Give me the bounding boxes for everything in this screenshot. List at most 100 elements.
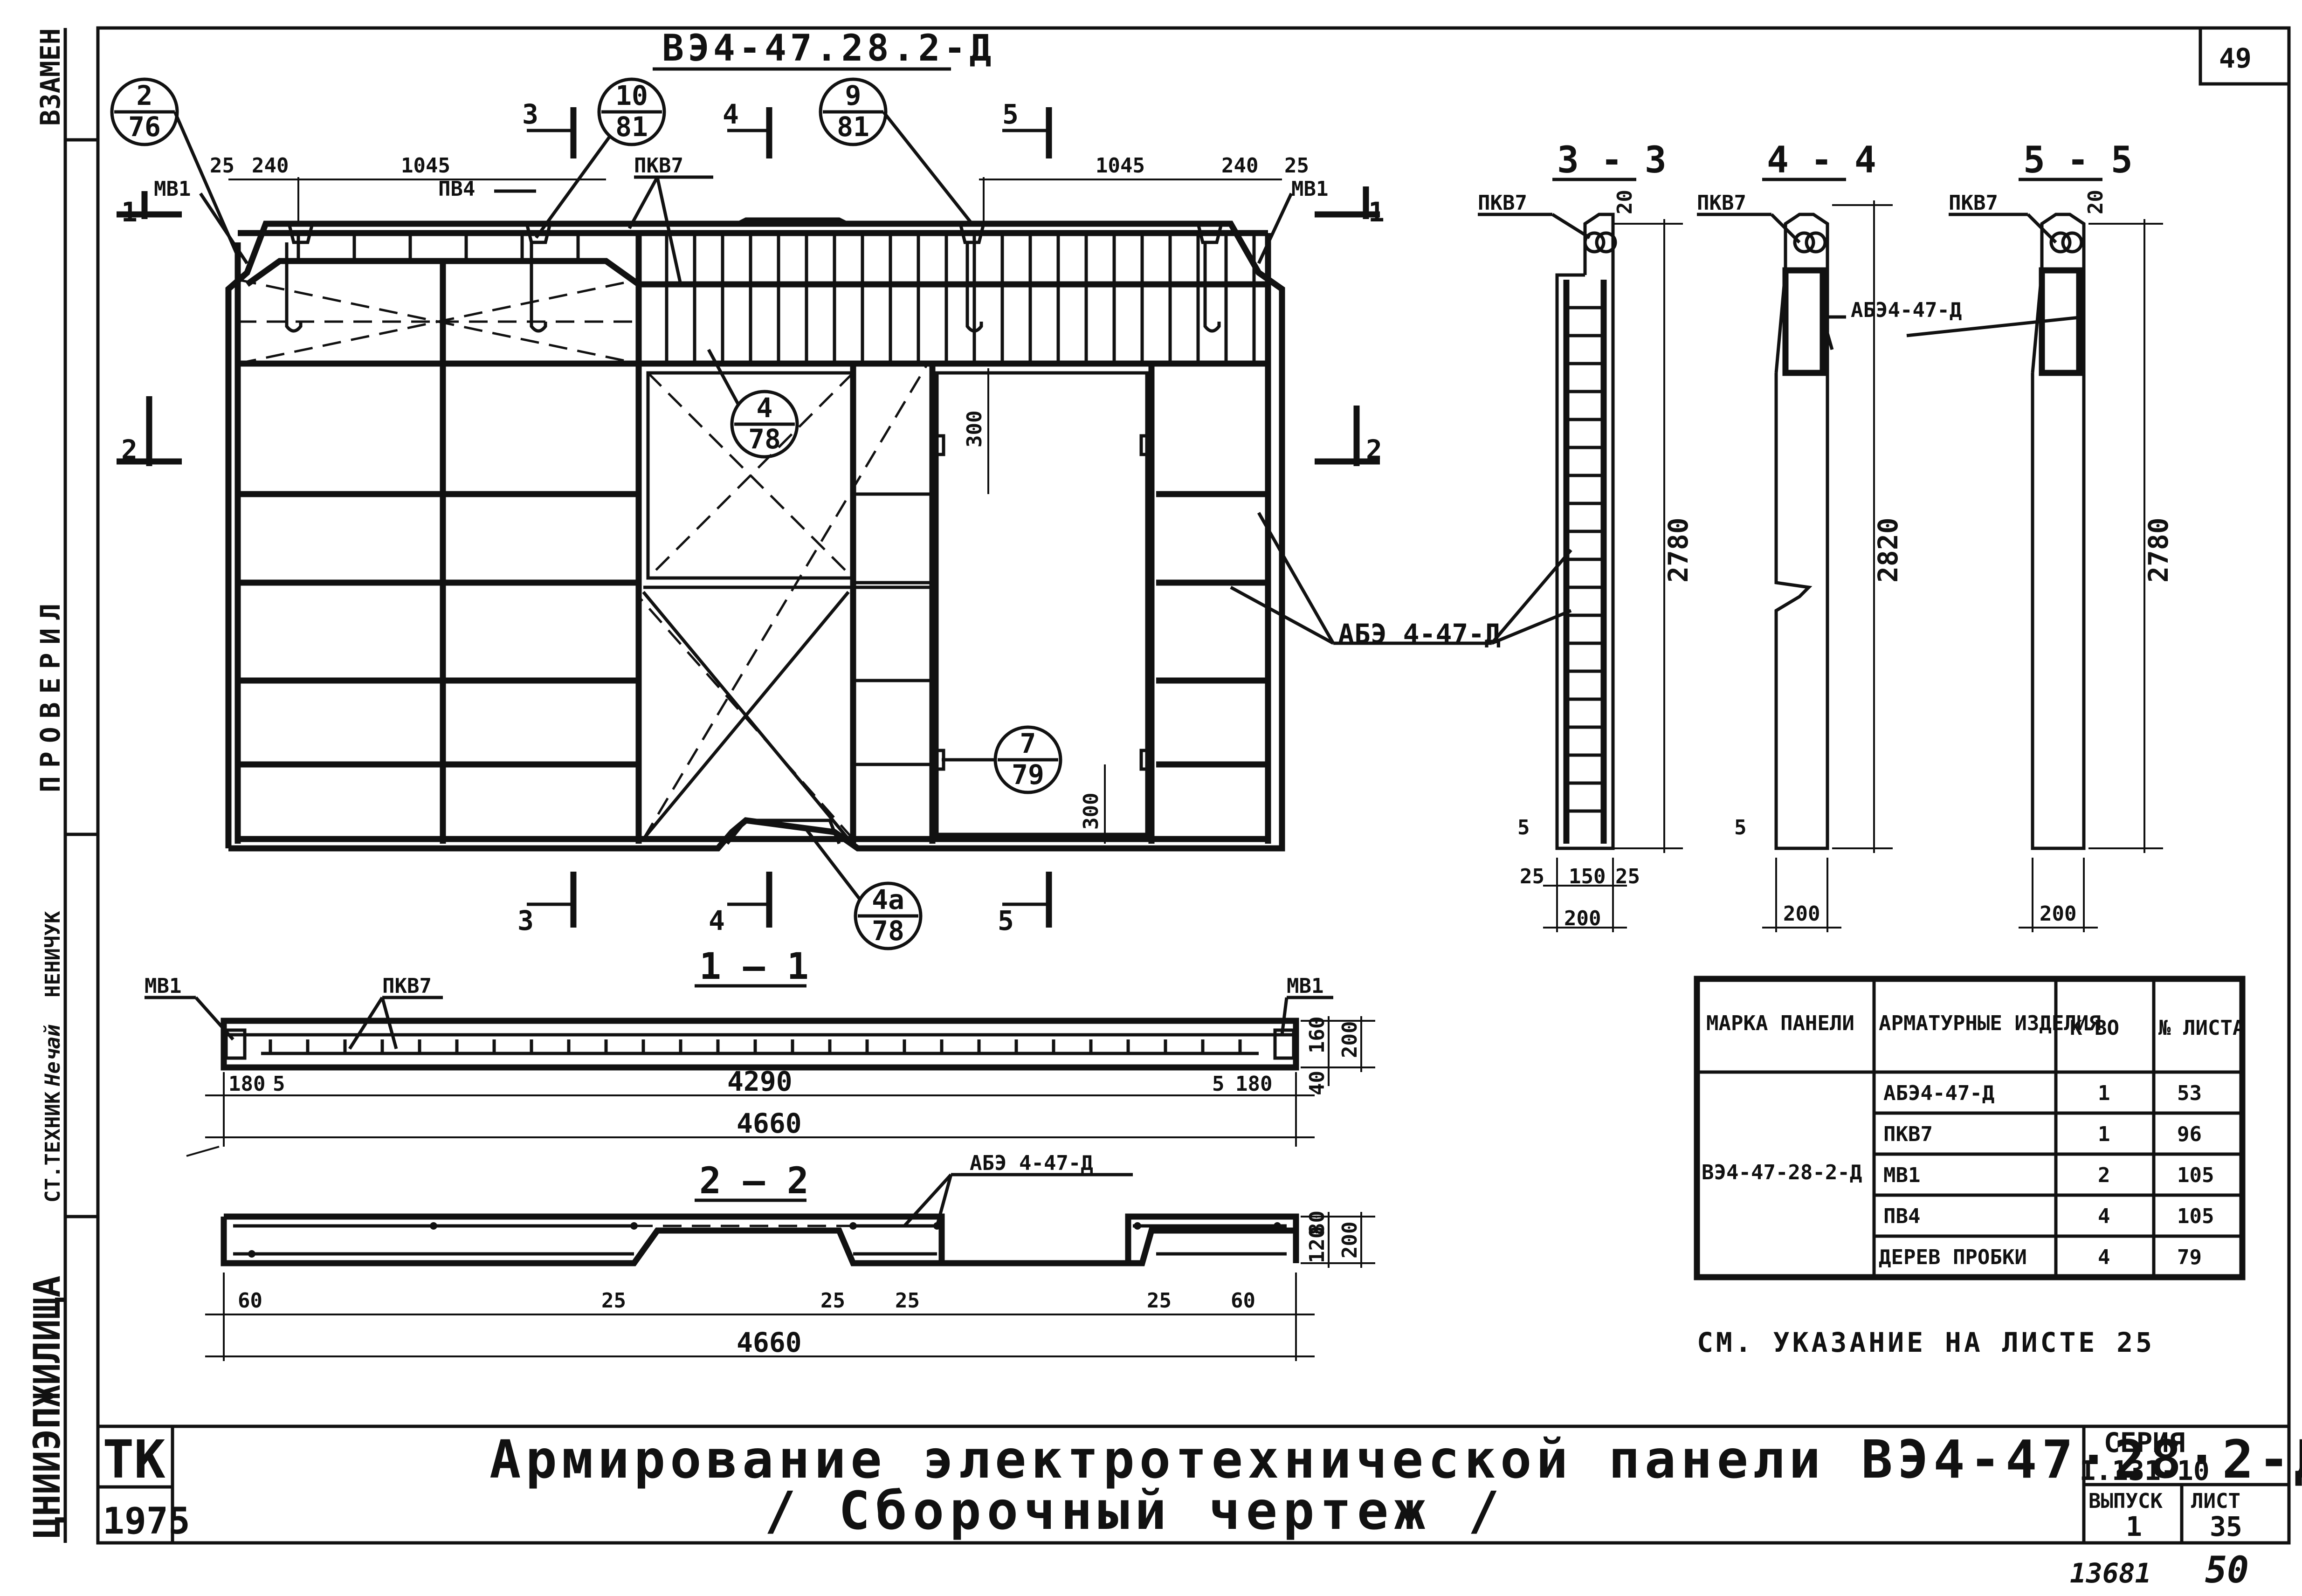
list-label: ЛИСТ — [2191, 1489, 2240, 1513]
tk-label: ТК — [103, 1430, 165, 1490]
role-label: СТ.ТЕХНИК — [41, 1091, 65, 1203]
svg-text:4660: 4660 — [737, 1327, 802, 1358]
td-item-2: МВ1 — [1883, 1163, 1920, 1187]
svg-text:5: 5 — [1002, 98, 1019, 130]
td-item-0: АБЭ4-47-Д — [1883, 1081, 1994, 1105]
svg-text:1: 1 — [121, 196, 138, 228]
svg-text:МВ1: МВ1 — [145, 974, 181, 998]
svg-text:МВ1: МВ1 — [154, 177, 191, 201]
td-qty-4: 4 — [2098, 1245, 2110, 1269]
sheet-frame — [63, 26, 2291, 1545]
svg-text:5: 5 — [1212, 1072, 1225, 1096]
seria-value: 1.131-10 — [2079, 1455, 2209, 1486]
svg-text:120: 120 — [1305, 1226, 1329, 1263]
callout-4-78: 4 78 — [707, 349, 799, 459]
callout-7-79: 7 79 — [942, 725, 1062, 794]
svg-text:7: 7 — [1020, 728, 1036, 759]
list-value: 35 — [2210, 1511, 2242, 1542]
svg-text:78: 78 — [872, 915, 904, 947]
bottom-note-right: 50 — [2205, 1549, 2249, 1591]
page-number-top: 49 — [2219, 42, 2252, 74]
svg-text:25: 25 — [1520, 865, 1544, 888]
svg-text:5: 5 — [1734, 816, 1747, 839]
title-line-2: / Сборочный чертеж / — [765, 1481, 1505, 1541]
ladder-rungs — [1566, 306, 1604, 813]
svg-text:ПКВ7: ПКВ7 — [634, 154, 683, 178]
svg-text:3: 3 — [517, 905, 534, 936]
svg-text:76: 76 — [128, 111, 161, 143]
top-stirrups — [296, 233, 1256, 364]
svg-text:79: 79 — [1012, 759, 1044, 791]
surname-label: НЕНИЧУК — [41, 911, 65, 998]
svg-text:5: 5 — [998, 905, 1014, 936]
svg-text:300: 300 — [963, 411, 986, 447]
svg-text:4: 4 — [757, 392, 773, 424]
svg-text:2: 2 — [1366, 434, 1382, 466]
td-sheet-4: 79 — [2177, 1245, 2202, 1269]
td-qty-0: 1 — [2098, 1081, 2110, 1105]
svg-text:60: 60 — [238, 1289, 262, 1313]
svg-text:ПКВ7: ПКВ7 — [382, 974, 432, 998]
svg-text:81: 81 — [615, 111, 648, 143]
svg-text:25: 25 — [1147, 1289, 1172, 1313]
td-panel: ВЭ4-47-28-2-Д — [1702, 1161, 1862, 1184]
svg-text:200: 200 — [1783, 902, 1820, 926]
svg-text:5 - 5: 5 - 5 — [2023, 139, 2133, 181]
svg-text:2: 2 — [121, 434, 138, 466]
spec-table: МАРКА ПАНЕЛИ АРМАТУРНЫЕ ИЗДЕЛИЯ К-ВО № Л… — [1694, 976, 2246, 1280]
svg-text:25: 25 — [820, 1289, 845, 1313]
th-items: АРМАТУРНЫЕ ИЗДЕЛИЯ — [1879, 1011, 2101, 1035]
svg-text:200: 200 — [1338, 1222, 1362, 1259]
svg-text:ПКВ7: ПКВ7 — [1697, 191, 1746, 215]
svg-text:4: 4 — [723, 98, 739, 130]
side-stamp: ВЗАМЕН ПРОВЕРИЛ НЕНИЧУК Нечай СТ.ТЕХНИК … — [27, 28, 69, 1538]
svg-text:4а: 4а — [872, 884, 904, 915]
callout-9-81: 9 81 — [819, 77, 973, 225]
vzamen-label: ВЗАМЕН — [34, 28, 66, 126]
svg-text:ПКВ7: ПКВ7 — [1949, 191, 1998, 215]
signature-text: Нечай — [41, 1025, 65, 1087]
vypusk-value: 1 — [2126, 1511, 2142, 1542]
section-5-5: 5 - 5 ПКВ7 20 2780 200 — [1906, 139, 2174, 932]
svg-text:300: 300 — [1079, 793, 1103, 830]
svg-text:2 — 2: 2 — 2 — [699, 1160, 809, 1202]
svg-text:25: 25 — [601, 1289, 626, 1313]
td-sheet-0: 53 — [2177, 1081, 2202, 1105]
svg-text:160: 160 — [1305, 1017, 1329, 1053]
svg-text:10: 10 — [615, 80, 648, 111]
svg-text:81: 81 — [837, 111, 869, 143]
sec11-ticks — [269, 1039, 1242, 1053]
callout-4a-78: 4а 78 — [805, 828, 923, 950]
svg-text:25: 25 — [895, 1289, 920, 1313]
org-label: ЦНИИЭПЖИЛИЩА — [27, 1275, 69, 1538]
td-sheet-3: 105 — [2177, 1204, 2214, 1228]
svg-text:МВ1: МВ1 — [1287, 974, 1323, 998]
svg-text:25: 25 — [1284, 154, 1309, 178]
th-marka: МАРКА ПАНЕЛИ — [1706, 1011, 1854, 1035]
svg-text:1 — 1: 1 — 1 — [699, 946, 809, 988]
svg-text:5: 5 — [273, 1072, 285, 1096]
td-item-3: ПВ4 — [1883, 1204, 1920, 1228]
year-label: 1975 — [103, 1500, 190, 1542]
svg-text:1: 1 — [1368, 196, 1385, 228]
section-3-3: 3 - 3 ПКВ7 20 2780 5 25 15 — [1478, 139, 1694, 932]
svg-text:200: 200 — [1564, 907, 1601, 930]
svg-text:АБЭ 4-47-Д: АБЭ 4-47-Д — [970, 1151, 1093, 1175]
proveril-label: ПРОВЕРИЛ — [34, 595, 66, 792]
svg-text:ПВ4: ПВ4 — [438, 177, 475, 201]
td-qty-1: 1 — [2098, 1122, 2110, 1146]
svg-text:АБЭ4-47-Д: АБЭ4-47-Д — [1851, 298, 1962, 322]
svg-text:1045: 1045 — [1096, 154, 1145, 178]
svg-text:200: 200 — [2040, 902, 2076, 926]
svg-text:МВ1: МВ1 — [1291, 177, 1328, 201]
svg-text:25: 25 — [1615, 865, 1640, 888]
th-sheet: № ЛИСТА — [2158, 1016, 2245, 1040]
svg-text:2780: 2780 — [2143, 517, 2174, 583]
drawing-code: ВЭ4-47.28.2-Д — [662, 28, 995, 69]
svg-text:240: 240 — [252, 154, 289, 178]
svg-text:20: 20 — [2084, 190, 2108, 214]
svg-text:2820: 2820 — [1872, 517, 1904, 583]
td-item-4: ДЕРЕВ ПРОБКИ — [1879, 1245, 2027, 1269]
svg-text:4 - 4: 4 - 4 — [1767, 139, 1876, 181]
